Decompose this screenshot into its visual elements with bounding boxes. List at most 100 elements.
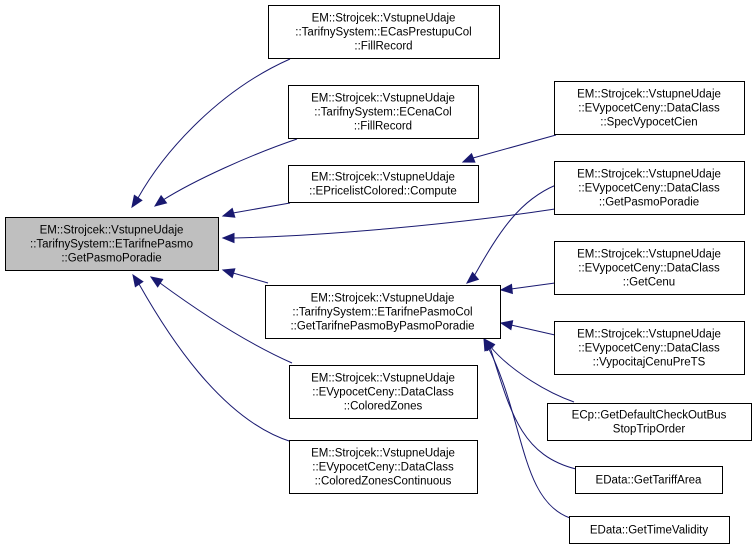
node-label-line: ::FillRecord — [354, 121, 412, 133]
node-label-line: ::GetPasmoPoradie — [599, 197, 699, 209]
node-label-line: EM::Strojcek::VstupneUdaje — [577, 249, 721, 261]
edge-getbypasmo-to-root — [221, 268, 269, 284]
edge-line — [138, 283, 293, 443]
edge-ecasprestupucol-to-root — [131, 58, 291, 209]
node-label-line: EM::Strojcek::VstupneUdaje — [311, 172, 455, 184]
node-ecenacol[interactable]: EM::Strojcek::VstupneUdaje::TarifnySyste… — [288, 85, 479, 139]
edge-line — [232, 202, 291, 214]
node-label-line: ::EVypocetCeny::DataClass — [578, 183, 720, 195]
edge-specvypocet-to-epricelist — [461, 134, 557, 163]
edge-dc_getpasmo-to-getbypasmo — [465, 184, 557, 284]
node-label-line: ::EVypocetCeny::DataClass — [578, 343, 720, 355]
node-epricelist[interactable]: EM::Strojcek::VstupneUdaje::EPricelistCo… — [288, 165, 479, 203]
edge-line — [137, 58, 291, 199]
edges-layer — [131, 58, 577, 519]
edge-line — [510, 324, 556, 336]
edge-line — [489, 345, 575, 403]
node-label-line: ::EVypocetCeny::DataClass — [312, 387, 454, 399]
arrowhead-icon — [132, 273, 144, 288]
node-label-line: ::TarifnySystem::ETarifnePasmoCol — [292, 307, 472, 319]
node-box[interactable] — [547, 403, 752, 441]
node-label-line: ::TarifnySystem::ETarifnePasmo — [30, 239, 193, 251]
node-label-line: EM::Strojcek::VstupneUdaje — [40, 225, 184, 237]
edge-line — [232, 272, 269, 284]
node-coloredzonescont[interactable]: EM::Strojcek::VstupneUdaje::EVypocetCeny… — [289, 440, 478, 494]
node-label-line: EM::Strojcek::VstupneUdaje — [311, 93, 455, 105]
node-label-line: ::VypocitajCenuPreTS — [593, 357, 706, 369]
node-label-line: EM::Strojcek::VstupneUdaje — [311, 373, 455, 385]
edge-line — [162, 138, 298, 201]
node-coloredzones[interactable]: EM::Strojcek::VstupneUdaje::EVypocetCeny… — [289, 365, 478, 419]
arrowhead-icon — [149, 276, 164, 288]
edge-getcenu-to-getbypasmo — [499, 282, 556, 295]
node-box[interactable] — [554, 161, 745, 215]
node-getcenu[interactable]: EM::Strojcek::VstupneUdaje::EVypocetCeny… — [554, 241, 745, 295]
node-label-line: EM::Strojcek::VstupneUdaje — [311, 448, 455, 460]
node-label-line: ::TarifnySystem::ECasPrestupuCol — [295, 27, 471, 39]
node-getbypasmo[interactable]: EM::Strojcek::VstupneUdaje::TarifnySyste… — [265, 285, 501, 339]
focus-node-box[interactable] — [5, 217, 219, 271]
node-ecasprestupucol[interactable]: EM::Strojcek::VstupneUdaje::TarifnySyste… — [268, 5, 500, 59]
arrowhead-icon — [461, 152, 476, 163]
node-tariffarea[interactable]: EData::GetTariffArea — [575, 466, 723, 494]
node-label-line: StopTripOrder — [613, 424, 686, 436]
node-box[interactable] — [554, 321, 745, 375]
arrowhead-icon — [499, 320, 514, 331]
node-label-line: EM::Strojcek::VstupneUdaje — [311, 293, 455, 305]
arrowhead-icon — [483, 337, 494, 352]
node-box[interactable] — [288, 165, 479, 203]
node-box[interactable] — [554, 241, 745, 295]
node-specvypocet[interactable]: EM::Strojcek::VstupneUdaje::EVypocetCeny… — [554, 81, 745, 135]
edge-line — [489, 346, 577, 470]
arrowhead-icon — [221, 207, 236, 218]
node-root[interactable]: EM::Strojcek::VstupneUdaje::TarifnySyste… — [5, 217, 219, 271]
node-label-line: EM::Strojcek::VstupneUdaje — [577, 169, 721, 181]
node-label-line: ::EPricelistColored::Compute — [309, 186, 457, 198]
edge-line — [487, 346, 571, 519]
node-label-line: ::TarifnySystem::ECenaCol — [314, 107, 451, 119]
node-label-line: ::ColoredZonesContinuous — [315, 476, 452, 488]
arrowhead-icon — [221, 268, 236, 279]
node-label-line: ::SpecVypocetCien — [600, 117, 697, 129]
node-box[interactable] — [288, 85, 479, 139]
arrowhead-icon — [499, 283, 513, 295]
node-timevalidity[interactable]: EData::GetTimeValidity — [569, 516, 730, 544]
edge-line — [472, 134, 557, 159]
node-dc_getpasmo[interactable]: EM::Strojcek::VstupneUdaje::EVypocetCeny… — [554, 161, 745, 215]
edge-line — [232, 208, 556, 239]
node-box[interactable] — [289, 365, 478, 419]
node-box[interactable] — [268, 5, 500, 59]
arrowhead-icon — [153, 194, 168, 207]
node-box[interactable] — [554, 81, 745, 135]
node-label-line: ECp::GetDefaultCheckOutBus — [572, 410, 727, 422]
edge-epricelist-to-root — [221, 202, 291, 218]
edge-dc_getpasmo-to-root — [221, 208, 556, 244]
node-label-line: EData::GetTariffArea — [596, 475, 702, 487]
nodes-layer: EM::Strojcek::VstupneUdaje::TarifnySyste… — [5, 5, 752, 544]
arrowhead-icon — [221, 232, 235, 244]
node-label-line: EData::GetTimeValidity — [590, 525, 708, 537]
arrowhead-icon — [131, 194, 143, 209]
node-vypocitaj[interactable]: EM::Strojcek::VstupneUdaje::EVypocetCeny… — [554, 321, 745, 375]
edge-line — [159, 282, 293, 364]
edge-vypocitaj-to-getbypasmo — [499, 320, 556, 336]
edge-line — [472, 184, 557, 279]
node-box[interactable] — [569, 516, 730, 544]
node-box[interactable] — [265, 285, 501, 339]
edge-ecenacol-to-root — [153, 138, 298, 207]
node-label-line: EM::Strojcek::VstupneUdaje — [312, 13, 456, 25]
node-label-line: EM::Strojcek::VstupneUdaje — [577, 329, 721, 341]
node-label-line: ::FillRecord — [354, 41, 412, 53]
node-label-line: ::GetCenu — [623, 277, 675, 289]
node-label-line: ::EVypocetCeny::DataClass — [312, 462, 454, 474]
node-box[interactable] — [575, 466, 723, 494]
node-label-line: ::GetTarifnePasmoByPasmoPoradie — [290, 321, 474, 333]
arrowhead-icon — [465, 271, 480, 284]
node-label-line: EM::Strojcek::VstupneUdaje — [577, 89, 721, 101]
edge-timevalidity-to-getbypasmo — [483, 337, 571, 519]
node-box[interactable] — [289, 440, 478, 494]
node-label-line: ::ColoredZones — [344, 401, 423, 413]
node-label-line: ::EVypocetCeny::DataClass — [578, 103, 720, 115]
